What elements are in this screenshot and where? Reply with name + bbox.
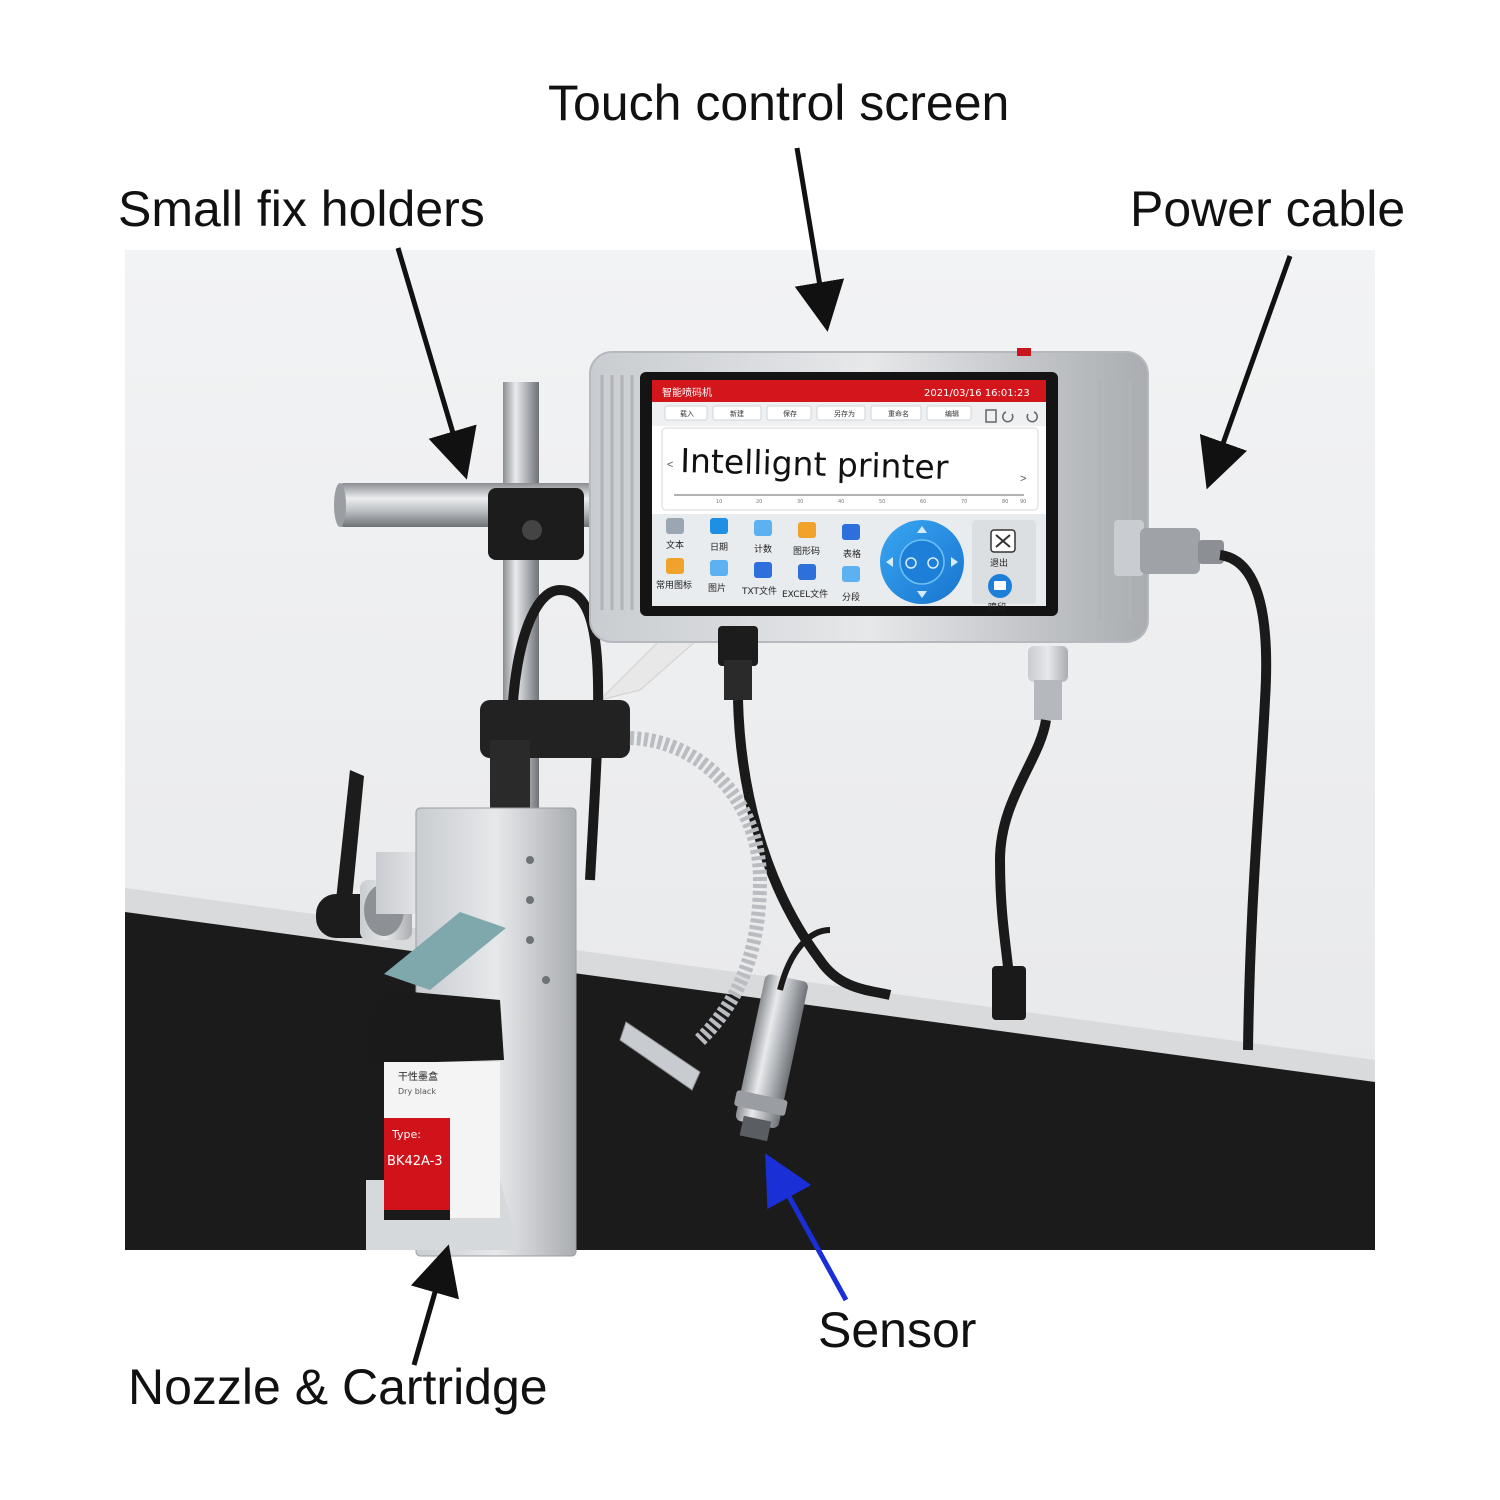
ruler-tick-30: 30 <box>797 499 803 505</box>
excel-file-icon <box>798 564 816 580</box>
arrow-nozzle <box>410 1244 459 1366</box>
toolbar-edit: 编辑 <box>945 409 959 418</box>
cartridge-type-label: Type: <box>391 1128 421 1141</box>
screen-datetime: 2021/03/16 16:01:23 <box>924 388 1030 399</box>
grid-segment-label: 分段 <box>842 591 860 603</box>
cartridge-name-en: Dry black <box>398 1087 436 1096</box>
common-icons-icon <box>666 558 684 574</box>
label-nozzle-cartridge: Nozzle & Cartridge <box>128 1359 548 1415</box>
scroll-left-icon: < <box>667 459 673 471</box>
arrow-touch-screen <box>794 147 845 332</box>
segment-icon <box>842 566 860 582</box>
toolbar-load: 载入 <box>680 409 694 418</box>
label-touch-control-screen: Touch control screen <box>548 75 1010 131</box>
table-icon <box>842 524 860 540</box>
ruler-tick-50: 50 <box>879 499 885 505</box>
arrow-sensor <box>765 1153 849 1302</box>
scroll-right-icon: > <box>1020 473 1026 485</box>
txt-file-icon <box>754 562 772 578</box>
grid-barcode-label: 图形码 <box>793 545 820 557</box>
grid-date-label: 日期 <box>710 542 728 553</box>
function-grid: 文本 日期 计数 图形码 表格 常用图标 图片 TXT文件 EXCEL文件 分段… <box>656 518 1008 613</box>
screen-app-title: 智能喷码机 <box>662 386 712 399</box>
image-icon <box>710 560 728 576</box>
text-icon <box>666 518 684 534</box>
grid-counter-label: 计数 <box>754 543 772 555</box>
barcode-icon <box>798 522 816 538</box>
grid-table-label: 表格 <box>843 548 861 560</box>
arrow-power-cable <box>1199 255 1293 490</box>
cartridge-model: BK42A-3 <box>387 1154 443 1169</box>
ruler-tick-60: 60 <box>920 499 926 505</box>
ruler-tick-20: 20 <box>756 499 762 505</box>
ruler-tick-10: 10 <box>716 499 722 505</box>
toolbar-new: 新建 <box>730 409 744 418</box>
label-sensor: Sensor <box>818 1302 977 1358</box>
undo-icon <box>1002 411 1014 423</box>
cartridge-latch <box>384 912 506 990</box>
grid-excel-label: EXCEL文件 <box>782 588 828 600</box>
label-power-cable: Power cable <box>1130 181 1406 237</box>
cartridge-name-cn: 干性墨盒 <box>398 1070 438 1083</box>
ruler-tick-80: 80 <box>1002 499 1008 505</box>
date-icon <box>710 518 728 534</box>
ink-cartridge <box>368 990 504 1220</box>
print-preview-text: Intellignt printer <box>680 441 949 487</box>
grid-common-icons-label: 常用图标 <box>656 579 692 591</box>
ruler-tick-40: 40 <box>838 499 844 505</box>
arrow-fix-holders <box>395 247 477 480</box>
toolbar-save: 保存 <box>783 409 797 418</box>
print-label: 喷印 <box>988 601 1006 613</box>
ruler-tick-70: 70 <box>961 499 967 505</box>
sensor-body <box>734 974 808 1142</box>
grid-text-label: 文本 <box>666 539 684 551</box>
toolbar-save-as: 另存为 <box>834 409 855 418</box>
exit-label: 退出 <box>990 557 1008 569</box>
ruler-tick-90: 90 <box>1020 499 1026 505</box>
grid-image-label: 图片 <box>708 582 726 594</box>
trash-icon <box>985 409 997 423</box>
grid-txt-label: TXT文件 <box>741 585 777 597</box>
toolbar-rename: 重命名 <box>888 409 909 418</box>
label-small-fix-holders: Small fix holders <box>118 181 485 237</box>
screen-toolbar: 载入 新建 保存 另存为 重命名 编辑 <box>664 405 972 421</box>
counter-icon <box>754 520 772 536</box>
screen-header <box>652 380 1046 402</box>
redo-icon <box>1026 411 1038 423</box>
